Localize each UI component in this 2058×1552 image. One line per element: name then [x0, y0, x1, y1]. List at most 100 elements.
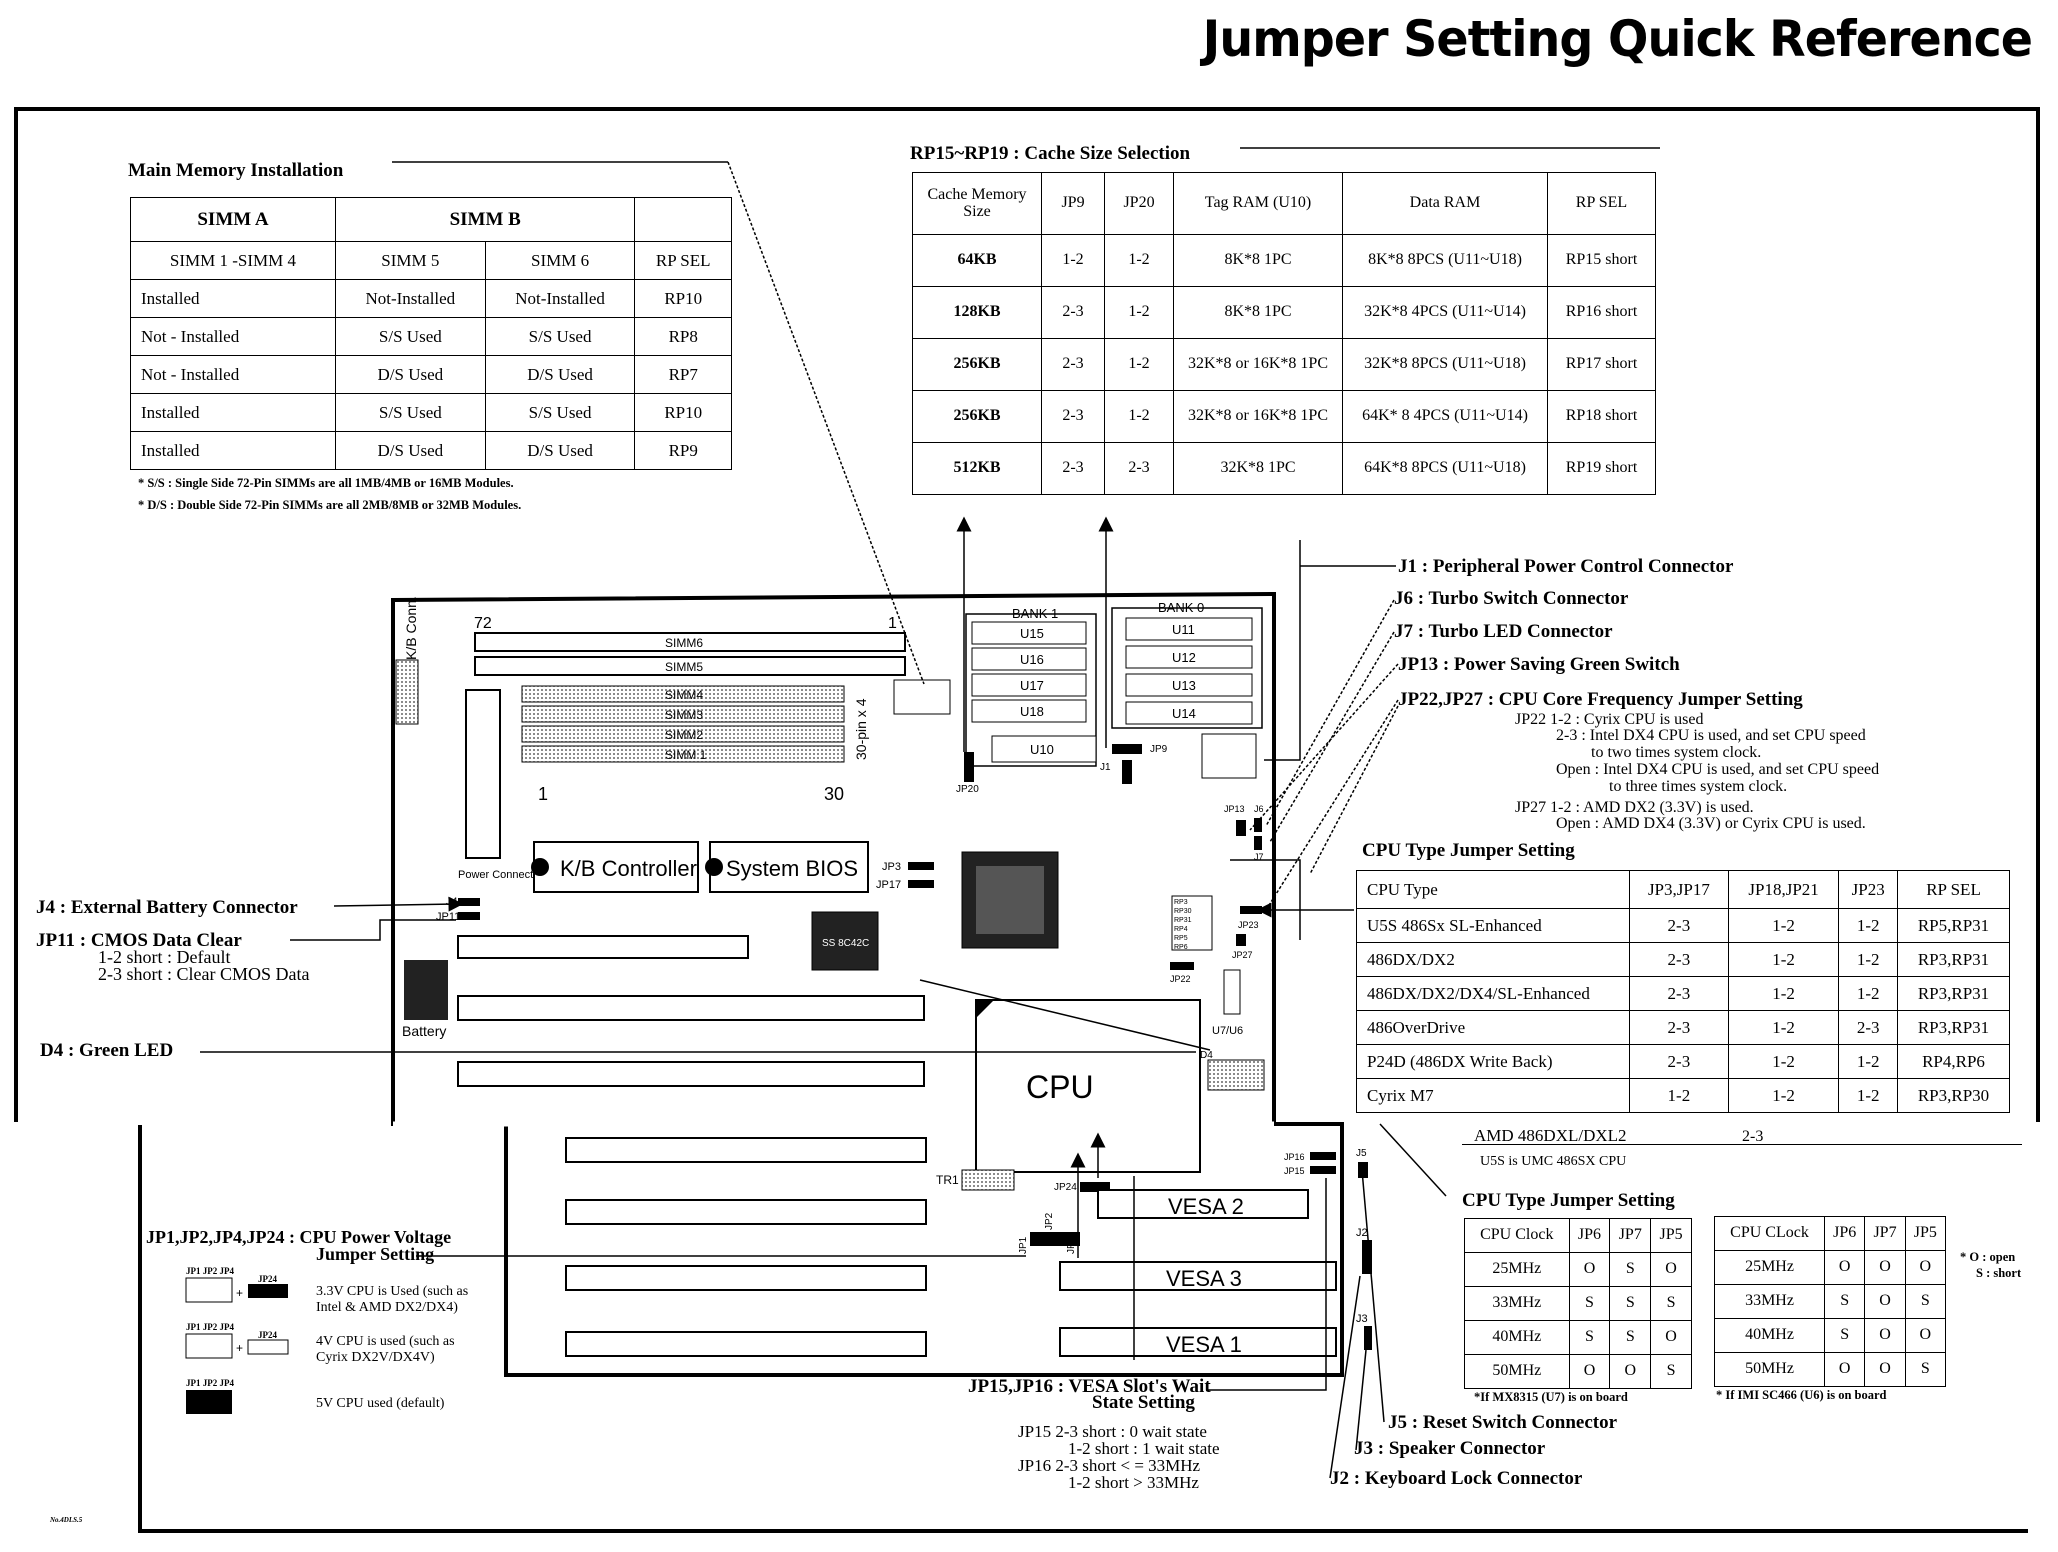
voltage-heading-1: JP1,JP2,JP4,JP24 : CPU Power Voltage	[146, 1227, 452, 1247]
col-header: JP6	[1568, 1218, 1611, 1253]
system-bios-label: System BIOS	[726, 856, 858, 881]
table-cell: RP15 short	[1547, 234, 1656, 287]
chip-u16-label: U16	[1020, 652, 1044, 667]
table-cell: Cyrix M7	[1356, 1078, 1630, 1113]
model-number: No.4DLS.5	[50, 1516, 83, 1524]
j3-label: J3 : Speaker Connector	[1354, 1438, 1546, 1459]
jp17-jumper	[908, 880, 934, 888]
j7-connector	[1254, 836, 1262, 850]
rp-block-simm	[893, 679, 951, 715]
table-cell: D/S Used	[334, 431, 486, 470]
table-cell: 1-2	[1727, 942, 1840, 977]
partial-row-line	[1462, 1144, 2022, 1145]
simm5-label: SIMM5	[665, 660, 703, 674]
cpu-type-heading: CPU Type Jumper Setting	[1362, 840, 1575, 861]
bank0-box	[1111, 607, 1263, 729]
bios-notch	[705, 858, 723, 876]
table-cell: 1-2	[1104, 338, 1174, 391]
simm3-slot	[521, 705, 845, 723]
table-cell: 64KB	[912, 234, 1042, 287]
jp13-label: JP13 : Power Saving Green Switch	[1398, 654, 1680, 675]
j4-connector	[458, 898, 480, 906]
chip-u17	[971, 673, 1087, 697]
j1-connector	[1122, 760, 1132, 784]
jp2-board-label: JP2	[1044, 1212, 1055, 1230]
jp24-board-label: JP24	[1054, 1182, 1077, 1193]
jp3-label: JP3	[882, 861, 901, 873]
chip-u17-label: U17	[1020, 678, 1044, 693]
table-cell: 1-2	[1629, 1078, 1729, 1113]
jp24-jumper	[1080, 1182, 1110, 1192]
main-memory-table: SIMM A SIMM B SIMM 1 -SIMM 4 SIMM 5 SIMM…	[130, 197, 732, 470]
simm1-label: SIMM 1	[665, 748, 707, 762]
u7u6-label: U7/U6	[1212, 1025, 1243, 1037]
chip-u13-label: U13	[1172, 678, 1196, 693]
col-header: CPU Type	[1356, 870, 1630, 909]
table-cell: RP8	[634, 317, 732, 356]
table-cell: 2-3	[1041, 286, 1105, 339]
table-cell: 2-3	[1104, 442, 1174, 495]
cpu-socket	[975, 999, 1201, 1173]
voltage-jp24-2: JP24	[258, 1330, 277, 1340]
j7-board-label: J7	[1254, 852, 1264, 862]
vesa1-label: VESA 1	[1166, 1332, 1242, 1357]
d4-label: D4 : Green LED	[40, 1040, 174, 1061]
jp1-jp2-jp4	[1030, 1232, 1080, 1246]
isa-slot-6	[565, 1265, 927, 1291]
simm2-slot	[521, 725, 845, 743]
jp13-jumper	[1236, 820, 1246, 836]
cpu-label: CPU	[1026, 1069, 1094, 1105]
table-cell: S	[1609, 1286, 1652, 1321]
table-cell: 32K*8 1PC	[1173, 442, 1343, 495]
table-cell: O	[1864, 1352, 1906, 1387]
table-cell: 8K*8 1PC	[1173, 234, 1343, 287]
table-cell: 1-2	[1104, 286, 1174, 339]
col-header: SIMM 5	[334, 241, 486, 280]
table-cell: 1-2	[1838, 1044, 1899, 1079]
jp22-line-7: Open : AMD DX4 (3.3V) or Cyrix CPU is us…	[1556, 815, 1866, 832]
table-cell: 1-2	[1727, 1010, 1840, 1045]
jp15-line-2: 1-2 short : 1 wait state	[1068, 1439, 1220, 1458]
col-header: SIMM 6	[484, 241, 636, 280]
main-memory-heading: Main Memory Installation	[128, 160, 344, 181]
table-cell: RP3,RP31	[1897, 1010, 2010, 1045]
frame-left-low	[138, 1125, 142, 1530]
table-cell: Not - Installed	[130, 355, 336, 394]
table-cell: 25MHz	[1713, 1250, 1826, 1285]
chip-u12-label: U12	[1172, 650, 1196, 665]
clock-right-note: * If IMI SC466 (U6) is on board	[1716, 1388, 1887, 1402]
jp15-board-label: JP15	[1284, 1166, 1305, 1176]
chip-u15	[971, 621, 1087, 645]
kb-connector	[395, 659, 419, 725]
jp15-line-4: 1-2 short > 33MHz	[1068, 1473, 1199, 1492]
table-cell: 2-3	[1041, 390, 1105, 443]
table-cell: O	[1650, 1320, 1692, 1355]
jp4-board-label: JP4	[1066, 1236, 1077, 1254]
table-cell: Not-Installed	[334, 279, 486, 318]
table-cell: 1-2	[1838, 976, 1899, 1011]
jp17-label: JP17	[876, 879, 901, 891]
col-header: JP5	[1650, 1218, 1692, 1253]
chip-u14-label: U14	[1172, 706, 1196, 721]
jp1-board-label: JP1	[1018, 1236, 1029, 1254]
rp-label-4: RP5	[1174, 935, 1188, 942]
chip-u18-label: U18	[1020, 704, 1044, 719]
table-cell: D/S Used	[484, 355, 636, 394]
jp11-line-1: 1-2 short : Default	[98, 947, 231, 967]
vesa1-slot	[1059, 1327, 1337, 1357]
small-chip-label: SS 8C42C	[822, 938, 869, 949]
jp27-jumper	[1236, 934, 1246, 946]
jp22-line-3: to two times system clock.	[1591, 744, 1762, 761]
table-cell: 8K*8 1PC	[1173, 286, 1343, 339]
jp13-board-label: JP13	[1224, 804, 1245, 814]
jp20-label: JP20	[956, 784, 979, 795]
j6-connector	[1254, 818, 1262, 832]
table-cell: 2-3	[1041, 338, 1105, 391]
j4-board-label: J4	[446, 896, 458, 908]
tr1	[961, 1169, 1015, 1191]
table-cell: RP19 short	[1547, 442, 1656, 495]
